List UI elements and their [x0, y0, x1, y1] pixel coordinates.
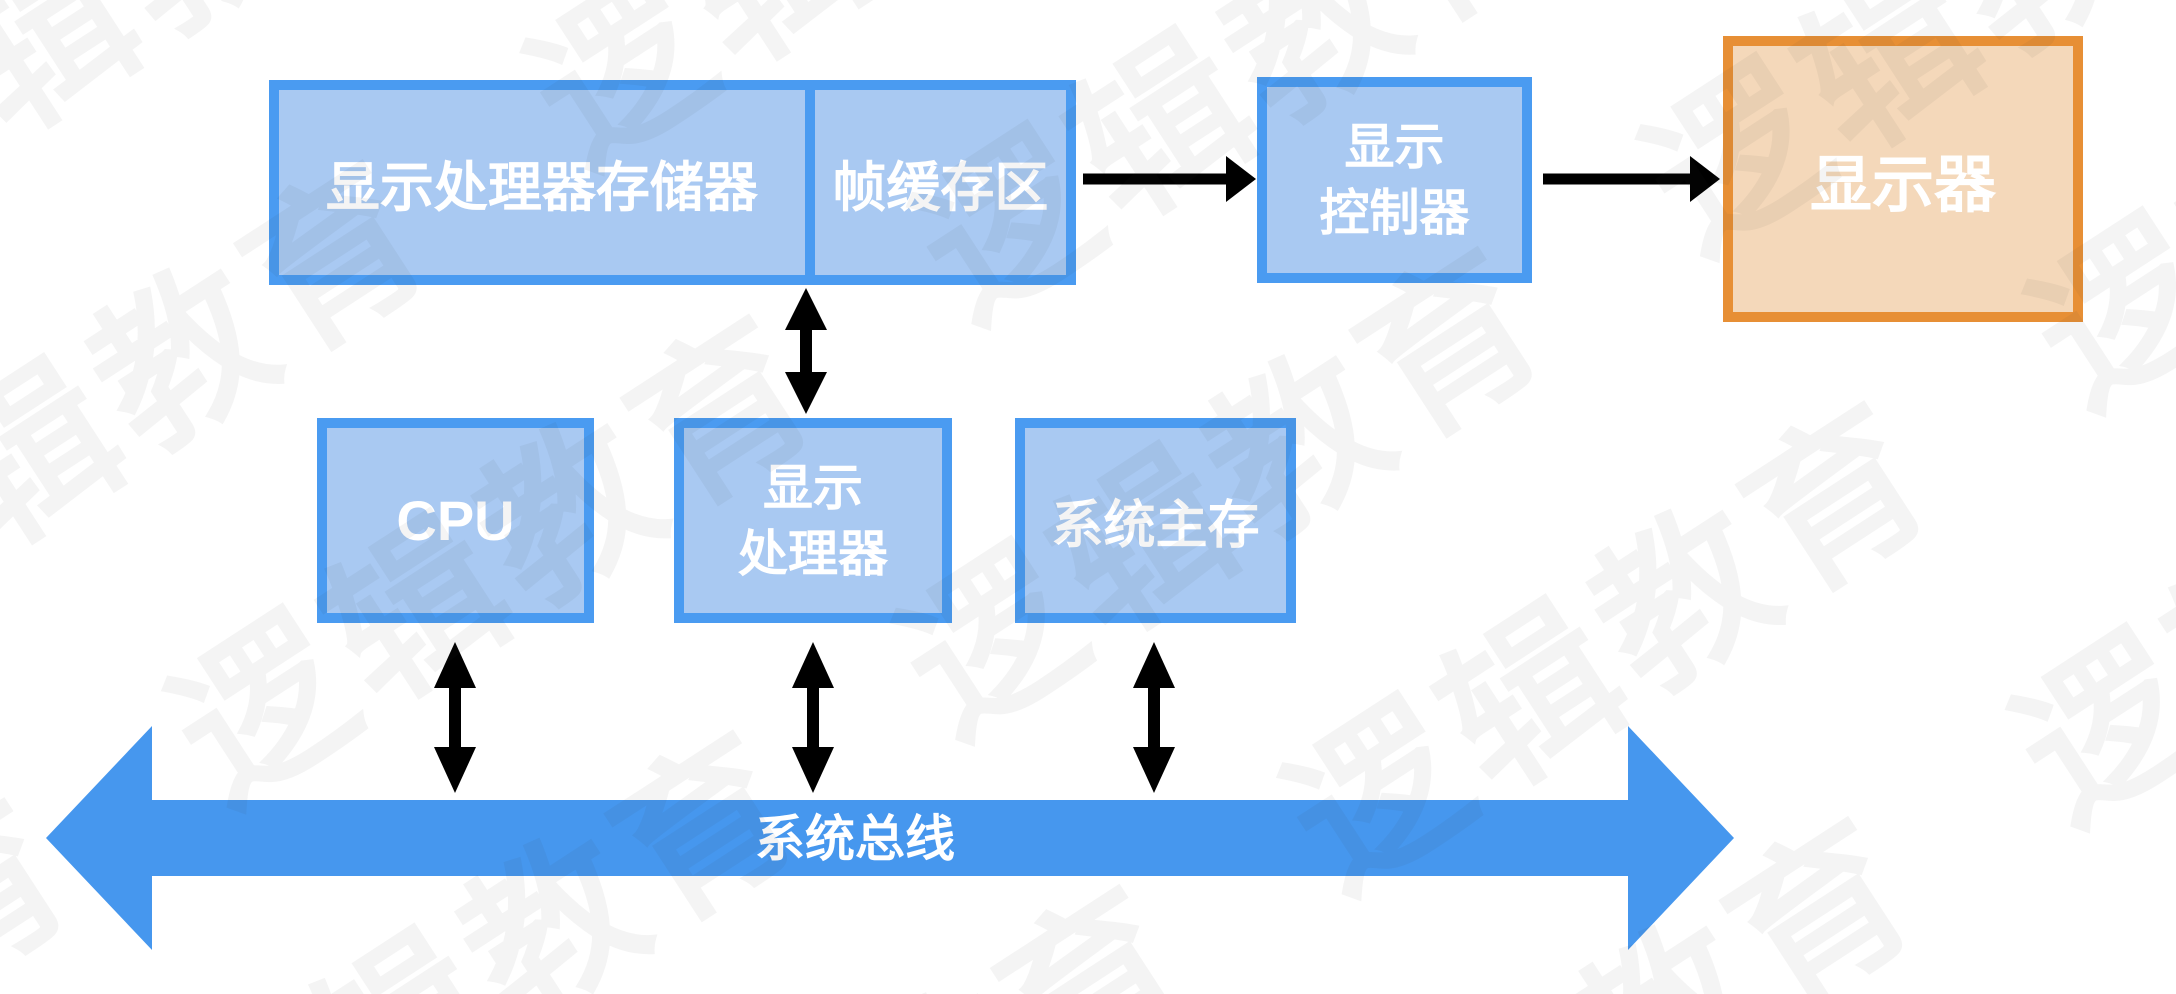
display-processor-label: 显示 处理器	[738, 459, 888, 582]
system-bus-arrow	[46, 726, 1734, 950]
dp-memory-label: 显示处理器存储器	[325, 158, 758, 218]
arrow-systemmemory-bus-icon	[1133, 642, 1175, 793]
cpu-label: CPU	[396, 489, 515, 552]
system-memory-box: 系统主存	[1015, 418, 1296, 623]
frame-buffer-cell: 帧缓存区	[815, 90, 1066, 275]
arrow-displayprocessor-bus-icon	[792, 642, 834, 793]
system-bus-label: 系统总线	[755, 811, 955, 867]
system-memory-label: 系统主存	[1051, 497, 1260, 555]
arrow-cpu-bus-icon	[434, 642, 476, 793]
monitor-box: 显示器	[1723, 36, 2083, 322]
monitor-label: 显示器	[1809, 151, 1996, 220]
arrow-framebuffer-to-controller-icon	[1083, 156, 1256, 202]
cell-divider	[804, 90, 815, 275]
display-memory-box: 显示处理器存储器 帧缓存区	[269, 80, 1076, 285]
display-controller-label: 显示 控制器	[1319, 119, 1470, 241]
frame-buffer-label: 帧缓存区	[832, 158, 1049, 218]
dp-memory-cell: 显示处理器存储器	[279, 90, 805, 275]
arrow-framebuffer-displayprocessor-icon	[785, 288, 827, 414]
display-controller-box: 显示 控制器	[1257, 77, 1532, 283]
display-processor-box: 显示 处理器	[674, 418, 952, 623]
cpu-box: CPU	[317, 418, 594, 623]
arrow-controller-to-monitor-icon	[1543, 156, 1720, 202]
